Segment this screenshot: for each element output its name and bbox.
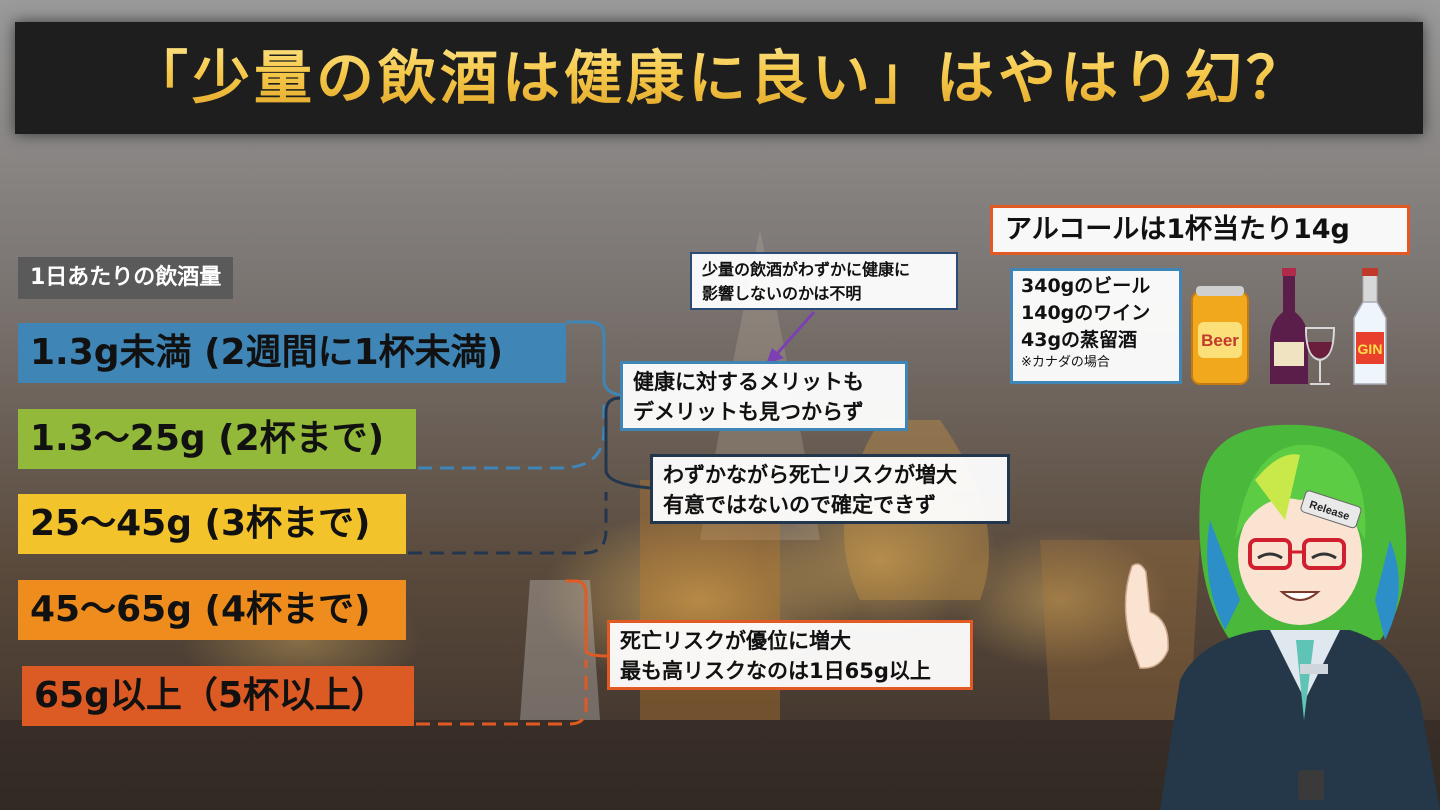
equiv-beer: 340gのビール bbox=[1021, 275, 1151, 297]
gin-bottle-icon: GIN bbox=[1353, 268, 1387, 385]
equiv-wine: 140gのワイン bbox=[1021, 302, 1151, 324]
note-unknown-effect: 少量の飲酒がわずかに健康に 影響しないのかは不明 bbox=[690, 252, 958, 310]
blue-bracket bbox=[566, 320, 621, 397]
daily-amount-label: 1日あたりの飲酒量 bbox=[18, 257, 234, 299]
wine-glass-icon bbox=[1304, 327, 1336, 385]
alcohol-equivalents-list: 340gのビール 140gのワイン 43gの蒸留酒 ※カナダの場合 bbox=[1010, 268, 1182, 384]
category-row-45-to-65g: 45～65g (4杯まで) bbox=[18, 580, 406, 640]
category-row-over-65g: 65g以上（5杯以上） bbox=[22, 666, 414, 726]
category-row-1-3-to-25g: 1.3～25g (2杯まで) bbox=[18, 409, 416, 469]
beer-can-icon: Beer bbox=[1191, 286, 1249, 385]
note-blue-line2: デメリットも見つからず bbox=[633, 400, 864, 424]
note-dark-line2: 有意ではないので確定できず bbox=[663, 493, 936, 517]
title-banner: 「少量の飲酒は健康に良い」はやはり幻？ bbox=[15, 22, 1423, 134]
note-slight-risk: わずかながら死亡リスクが増大 有意ではないので確定できず bbox=[650, 454, 1010, 524]
note-blue-line1: 健康に対するメリットも bbox=[633, 370, 864, 394]
category-row-under-1-3g: 1.3g未満 (2週間に1杯未満) bbox=[18, 323, 566, 383]
navy-bracket bbox=[604, 396, 651, 490]
equiv-spirits: 43gの蒸留酒 bbox=[1021, 329, 1138, 351]
blue-dashed-link bbox=[418, 398, 606, 470]
note-orange-line1: 死亡リスクが優位に増大 bbox=[620, 629, 851, 653]
note-no-merit: 健康に対するメリットも デメリットも見つからず bbox=[620, 361, 908, 431]
orange-dashed-link bbox=[416, 660, 588, 726]
equiv-footnote: ※カナダの場合 bbox=[1021, 355, 1110, 370]
orange-bracket bbox=[566, 579, 608, 658]
character-avatar: Release bbox=[1124, 424, 1440, 810]
navy-dashed-link bbox=[408, 492, 608, 555]
purple-arrow-head bbox=[766, 348, 784, 364]
note-top-line2: 影響しないのかは不明 bbox=[702, 284, 862, 303]
category-row-25-to-45g: 25～45g (3杯まで) bbox=[18, 494, 406, 554]
note-orange-line2: 最も高リスクなのは1日65g以上 bbox=[620, 659, 931, 683]
alcohol-per-drink-title: アルコールは1杯当たり14g bbox=[990, 205, 1410, 255]
page-title: 「少量の飲酒は健康に良い」はやはり幻？ bbox=[15, 22, 1423, 134]
beer-can-label: Beer bbox=[1201, 331, 1239, 350]
wine-bottle-icon bbox=[1270, 268, 1308, 384]
gin-label: GIN bbox=[1358, 341, 1383, 357]
note-top-line1: 少量の飲酒がわずかに健康に bbox=[702, 260, 911, 279]
note-dark-line1: わずかながら死亡リスクが増大 bbox=[663, 463, 957, 487]
note-significant-risk: 死亡リスクが優位に増大 最も高リスクなのは1日65g以上 bbox=[607, 620, 973, 690]
